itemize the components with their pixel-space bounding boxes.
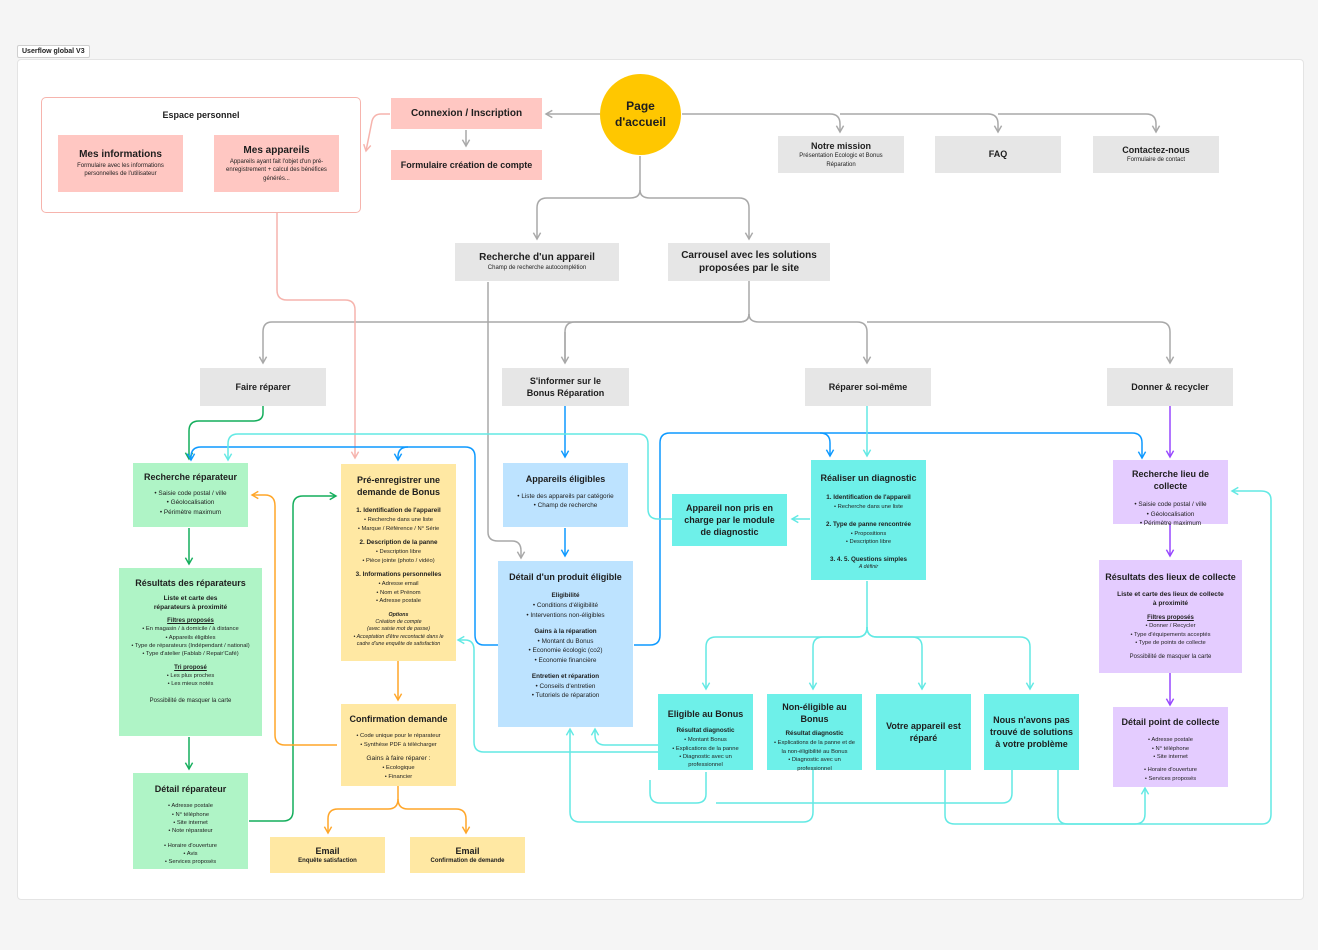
node-carousel[interactable]: Carrousel avec les solutions proposées p… — [668, 243, 830, 281]
list-item: Site internet — [1148, 753, 1193, 761]
list-item: Synthèse PDF à télécharger — [356, 741, 440, 749]
list-item: Conseils d'entretien — [532, 682, 600, 691]
list-item: Tutoriels de réparation — [532, 691, 600, 700]
list-item: Les plus proches — [167, 672, 214, 680]
node-search-collect[interactable]: Recherche lieu de collecte Saisie code p… — [1113, 460, 1228, 527]
list-item: Horaire d'ouverture — [164, 842, 217, 850]
node-email-survey[interactable]: Email Enquête satisfaction — [270, 837, 385, 873]
node-account-form[interactable]: Formulaire création de compte — [391, 150, 542, 180]
node-repaired[interactable]: Votre appareil est réparé — [876, 694, 971, 770]
list-item: Explications de la panne — [664, 745, 747, 753]
list-item: Interventions non-éligibles — [526, 611, 604, 620]
list-item: Type d'équipements acceptés — [1130, 631, 1211, 639]
list-item: Ecologique — [382, 764, 415, 772]
list-item: Nom et Prénom — [376, 589, 421, 597]
list-item: Adresse email — [376, 580, 421, 588]
list-item: Donner / Recycler — [1130, 622, 1210, 630]
list-item: N° téléphone — [1148, 745, 1193, 753]
list-item: Financier — [382, 773, 414, 781]
node-cat-info[interactable]: S'informer sur le Bonus Réparation — [502, 368, 629, 406]
node-faq[interactable]: FAQ — [935, 136, 1061, 173]
list-item: Conditions d'éligibilité — [526, 601, 604, 610]
list-item: Saisie code postal / ville — [154, 489, 226, 498]
list-item: Economie financière — [529, 656, 603, 665]
list-item: Champ de recherche — [517, 501, 613, 510]
list-item: Note réparateur — [168, 827, 213, 835]
list-item: Services proposés — [1144, 775, 1197, 783]
list-item: Propositions — [846, 530, 891, 538]
list-item: Type de points de collecte — [1130, 639, 1210, 647]
list-item: Type de réparateurs (Indépendant / natio… — [131, 642, 250, 650]
personal-space-title: Espace personnel — [162, 110, 240, 120]
node-not-supported[interactable]: Appareil non pris en charge par le modul… — [672, 494, 787, 546]
node-not-eligible[interactable]: Non-éligible au Bonus Résultat diagnosti… — [767, 694, 862, 773]
node-search-device[interactable]: Recherche d'un appareil Champ de recherc… — [455, 243, 619, 281]
list-item: Liste des appareils par catégorie — [517, 492, 613, 501]
list-item: Recherche dans une liste — [834, 503, 903, 511]
node-product-detail[interactable]: Détail d'un produit éligible Eligibilité… — [498, 561, 633, 727]
node-prereg[interactable]: Pré-enregistrer une demande de Bonus 1. … — [341, 464, 456, 661]
list-item: Avis — [164, 850, 217, 858]
list-item: Adresse postale — [168, 802, 213, 810]
list-item: Les mieux notés — [167, 680, 214, 688]
list-item: Diagnostic avec un professionnel — [664, 753, 747, 770]
node-contact[interactable]: Contactez-nous Formulaire de contact — [1093, 136, 1219, 173]
list-item: En magasin / à domicile / à distance — [131, 625, 249, 633]
list-item: N° téléphone — [168, 811, 213, 819]
node-eligible-devices[interactable]: Appareils éligibles Liste des appareils … — [503, 463, 628, 527]
node-home[interactable]: Page d'accueil — [600, 74, 681, 155]
node-search-repairer[interactable]: Recherche réparateur Saisie code postal … — [133, 463, 248, 527]
list-item: Adresse postale — [376, 597, 421, 605]
list-item: Description libre — [846, 538, 892, 546]
list-item: Economie écologic (co2) — [529, 646, 603, 655]
list-item: Appareils éligibles — [131, 634, 249, 642]
node-detail-collect[interactable]: Détail point de collecte Adresse postale… — [1113, 707, 1228, 787]
list-item: Code unique pour le réparateur — [356, 732, 441, 740]
node-confirm[interactable]: Confirmation demande Code unique pour le… — [341, 704, 456, 786]
list-item: Diagnostic avec un professionnel — [773, 756, 856, 773]
list-item: Type d'atelier (Fablab / Repair'Café) — [131, 650, 249, 658]
node-login[interactable]: Connexion / Inscription — [391, 98, 542, 129]
node-cat-donate[interactable]: Donner & recycler — [1107, 368, 1233, 406]
node-results-repairer[interactable]: Résultats des réparateurs Liste et carte… — [119, 568, 262, 736]
list-item: Montant Bonus — [664, 736, 747, 744]
node-cat-diy[interactable]: Réparer soi-même — [805, 368, 931, 406]
node-no-solution[interactable]: Nous n'avons pas trouvé de solutions à v… — [984, 694, 1079, 770]
list-item: Explications de la panne et de la non-él… — [773, 739, 856, 756]
frame-tag[interactable]: Userflow global V3 — [17, 45, 90, 58]
list-item: Adresse postale — [1148, 736, 1193, 744]
list-item: Géolocalisation — [1134, 510, 1206, 519]
list-item: Services proposés — [164, 858, 217, 866]
list-item: Marque / Référence / N° Série — [358, 525, 439, 533]
node-mission[interactable]: Notre mission Présentation Ecologic et B… — [778, 136, 904, 173]
node-diagnostic[interactable]: Réaliser un diagnostic 1. Identification… — [811, 460, 926, 580]
list-item: Périmètre maximum — [154, 508, 226, 517]
list-item: Horaire d'ouverture — [1144, 766, 1197, 774]
list-item: Description libre — [362, 548, 434, 556]
node-email-confirm[interactable]: Email Confirmation de demande — [410, 837, 525, 873]
list-item: Périmètre maximum — [1134, 519, 1206, 528]
node-cat-repair[interactable]: Faire réparer — [200, 368, 326, 406]
list-item: Site internet — [168, 819, 213, 827]
node-eligible-bonus[interactable]: Eligible au Bonus Résultat diagnostic Mo… — [658, 694, 753, 770]
list-item: Pièce jointe (photo / vidéo) — [362, 557, 435, 565]
node-results-collect[interactable]: Résultats des lieux de collecte Liste et… — [1099, 560, 1242, 673]
list-item: Géolocalisation — [154, 498, 226, 507]
list-item: Saisie code postal / ville — [1134, 500, 1206, 509]
list-item: Recherche dans une liste — [358, 516, 439, 524]
node-my-devices[interactable]: Mes appareils Appareils ayant fait l'obj… — [214, 135, 339, 192]
node-detail-repairer[interactable]: Détail réparateur Adresse postale N° tél… — [133, 773, 248, 869]
node-my-info[interactable]: Mes informations Formulaire avec les inf… — [58, 135, 183, 192]
list-item: Montant du Bonus — [529, 637, 603, 646]
